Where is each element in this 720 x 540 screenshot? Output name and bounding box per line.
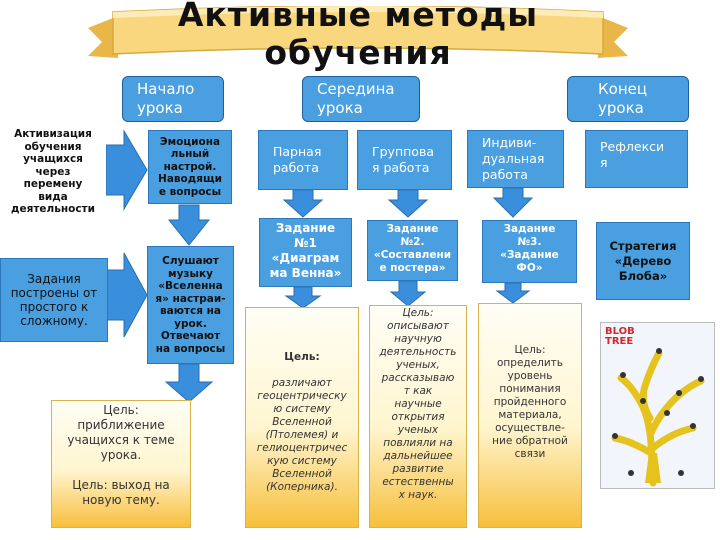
pair-work-box: Парная работа — [258, 130, 348, 190]
individual-work-box: Индиви- дуальная работа — [467, 130, 564, 188]
task1-box: Задание №1 «Диаграм ма Венна» — [259, 218, 352, 287]
blob-tree-image: BLOB TREE — [600, 322, 715, 489]
arrow-down-pair — [282, 189, 324, 218]
arrow-down-individual — [492, 187, 534, 218]
group-work-box: Группова я работа — [357, 130, 452, 190]
strategy-box: Стратегия «Дерево Блоба» — [596, 222, 690, 300]
reflection-box: Рефлекси я — [585, 130, 688, 188]
task3-box: Задание №3. «Задание ФО» — [482, 220, 577, 283]
arrow-right-1 — [105, 129, 148, 211]
goal1-box: Цель: различают геоцентрическу ю систему… — [245, 307, 359, 528]
emotional-box: Эмоциона льный настрой. Наводящи е вопро… — [148, 130, 232, 204]
arrow-down-group — [387, 189, 429, 218]
tasks-box: Задания построены от простого к сложному… — [0, 258, 108, 342]
blob-tree-illustration — [601, 323, 714, 488]
task2-box: Задание №2. «Составлени е постера» — [367, 220, 458, 281]
arrow-down-task1 — [284, 286, 322, 309]
goal2-box: Цель: описывают научную деятельность уче… — [369, 305, 467, 528]
activation-text: Активизация обучения учащихся через пере… — [0, 128, 106, 216]
arrow-down-task3 — [495, 282, 531, 304]
arrow-down-start-2 — [164, 363, 214, 403]
goal1-label: Цель: — [284, 351, 320, 363]
arrow-down-start-1 — [167, 204, 211, 246]
title-ribbon — [88, 6, 628, 58]
arrow-down-task2 — [389, 280, 427, 307]
goal3-box: Цель: определить уровень понимания пройд… — [478, 303, 582, 528]
phase-start: Начало урока — [122, 76, 224, 122]
page-title: Активные методы обучения — [177, 0, 539, 72]
goal1-text: различают геоцентрическу ю систему Вселе… — [256, 377, 348, 493]
blob-tree-caption: BLOB TREE — [605, 326, 635, 347]
phase-middle: Середина урока — [302, 76, 420, 122]
start-goal-box: Цель: приближение учащихся к теме урока.… — [51, 400, 191, 528]
arrow-right-2 — [105, 252, 148, 338]
listen-box: Слушают музыку «Вселенна я» настраи- ваю… — [147, 246, 234, 364]
phase-end: Конец урока — [567, 76, 689, 122]
